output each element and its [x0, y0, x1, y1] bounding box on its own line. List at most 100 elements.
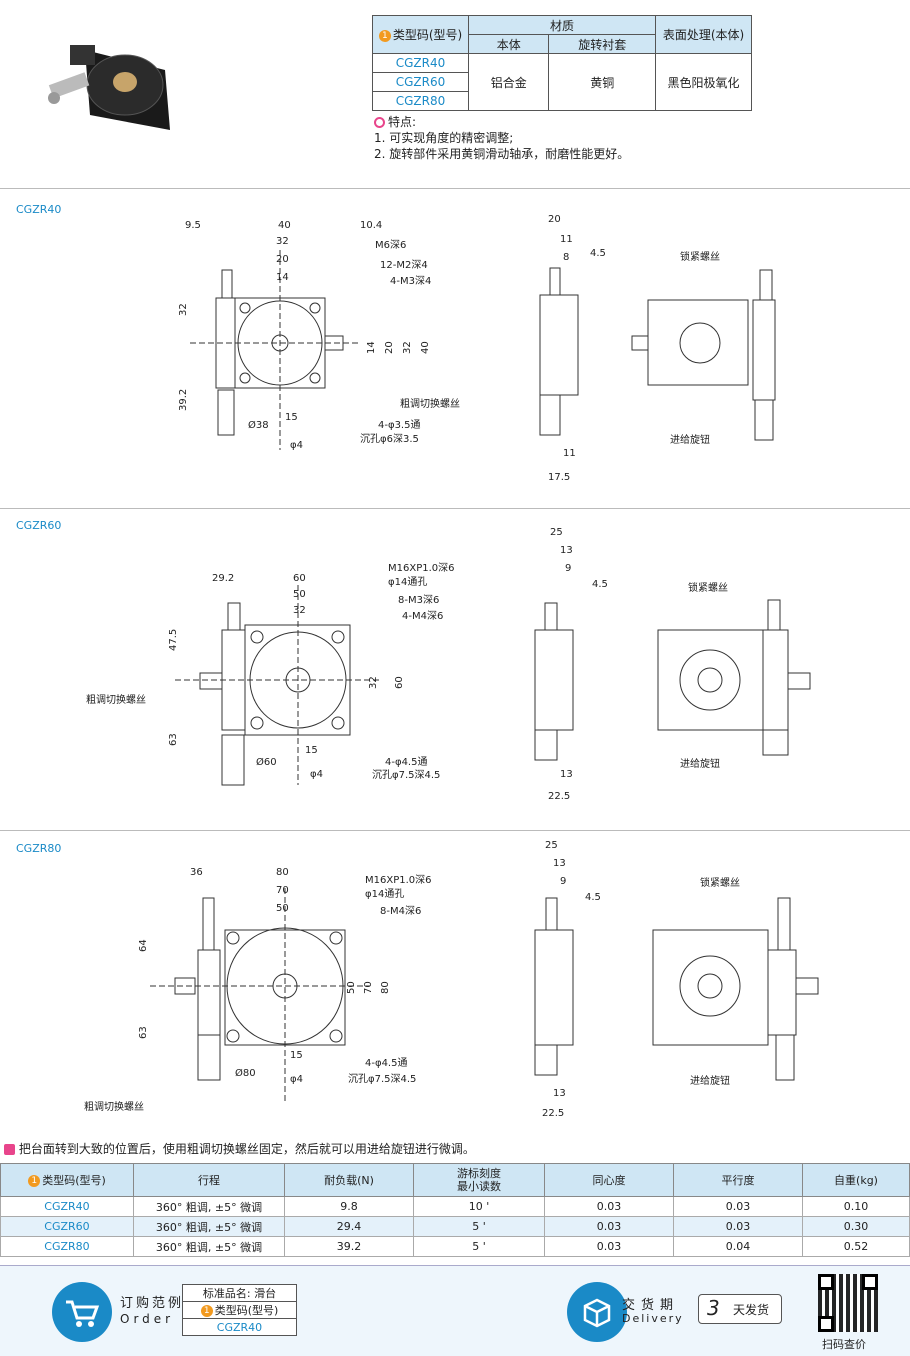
svg-text:22.5: 22.5 [542, 1108, 564, 1119]
svg-text:锁紧螺丝: 锁紧螺丝 [688, 581, 728, 594]
type-badge: 1 [378, 29, 391, 42]
svg-text:32: 32 [368, 676, 379, 689]
note-text: 把台面转到大致的位置后，使用粗调切换螺丝固定，然后就可以用进给旋钮进行微调。 [18, 1142, 475, 1156]
svg-text:进给旋钮: 进给旋钮 [680, 757, 720, 770]
svg-text:4-φ4.5通: 4-φ4.5通 [385, 756, 427, 768]
svg-text:沉孔φ6深3.5: 沉孔φ6深3.5 [360, 432, 419, 445]
svg-text:29.2: 29.2 [212, 573, 234, 584]
svg-text:15: 15 [305, 745, 318, 756]
section-divider [0, 830, 910, 831]
svg-text:9.5: 9.5 [185, 220, 201, 231]
spec-header-vernier: 游标刻度 最小读数 [413, 1163, 545, 1197]
svg-text:9: 9 [560, 876, 566, 887]
svg-text:Ø80: Ø80 [235, 1067, 256, 1079]
sleeve-material: 黄铜 [548, 53, 656, 111]
svg-text:63: 63 [138, 1026, 149, 1039]
product-photo [40, 20, 180, 140]
std-name: 标准品名: 滑台 [182, 1284, 297, 1302]
feature-item: 1. 可实现角度的精密调整; [374, 131, 514, 145]
header-type: 类型码(型号) [392, 28, 463, 42]
svg-text:11: 11 [560, 234, 573, 245]
svg-text:4.5: 4.5 [592, 579, 608, 590]
delivery-icon [567, 1282, 627, 1342]
svg-text:50: 50 [276, 903, 289, 914]
svg-text:14: 14 [366, 341, 377, 354]
qr-finder [818, 1316, 834, 1332]
table-row: CGZR80 360° 粗调, ±5° 微调 39.2 5 ' 0.03 0.0… [0, 1236, 910, 1257]
spec-header-weight: 自重(kg) [802, 1163, 910, 1197]
qr-label: 扫码查价 [822, 1338, 866, 1351]
svg-text:M6深6: M6深6 [375, 239, 406, 251]
svg-text:15: 15 [290, 1050, 303, 1061]
spec-header-stroke: 行程 [133, 1163, 285, 1197]
delivery-days-label: 天发货 [733, 1303, 770, 1317]
svg-text:15: 15 [285, 412, 298, 423]
type-badge: 1 [28, 1175, 41, 1187]
section-label-cgzr40: CGZR40 [16, 203, 62, 216]
svg-text:14: 14 [276, 272, 289, 283]
surface-treatment: 黑色阳极氧化 [655, 53, 752, 111]
svg-text:25: 25 [545, 840, 558, 851]
svg-text:13: 13 [560, 545, 573, 556]
svg-text:4.5: 4.5 [590, 248, 606, 259]
body-material: 铝合金 [467, 53, 550, 111]
svg-text:32: 32 [178, 303, 189, 316]
svg-text:进给旋钮: 进给旋钮 [670, 433, 710, 446]
note-icon [4, 1144, 15, 1155]
type-cell[interactable]: CGZR60 [372, 72, 469, 92]
svg-text:10.4: 10.4 [360, 220, 382, 231]
svg-text:60: 60 [293, 573, 306, 584]
order-title: 订购范例 [120, 1296, 185, 1311]
svg-text:60: 60 [394, 676, 405, 689]
svg-text:锁紧螺丝: 锁紧螺丝 [700, 876, 740, 889]
spec-header-load: 耐负载(N) [284, 1163, 414, 1197]
svg-text:36: 36 [190, 867, 203, 878]
svg-text:8-M3深6: 8-M3深6 [398, 594, 439, 606]
section-label-cgzr60: CGZR60 [16, 519, 62, 532]
svg-text:32: 32 [402, 341, 413, 354]
svg-text:13: 13 [560, 769, 573, 780]
svg-text:32: 32 [276, 236, 289, 247]
svg-text:17.5: 17.5 [548, 472, 570, 483]
svg-text:8: 8 [563, 252, 569, 263]
svg-text:13: 13 [553, 858, 566, 869]
svg-text:11: 11 [563, 448, 576, 459]
svg-text:φ4: φ4 [290, 1074, 303, 1085]
delivery-title-en: Delivery [622, 1312, 684, 1325]
svg-text:4-φ4.5通: 4-φ4.5通 [365, 1057, 407, 1069]
spec-header-concentricity: 同心度 [544, 1163, 674, 1197]
features: 特点: 1. 可实现角度的精密调整; 2. 旋转部件采用黄铜滑动轴承，耐磨性能更… [374, 114, 629, 162]
section-label-cgzr80: CGZR80 [16, 842, 62, 855]
order-type-value[interactable]: CGZR40 [182, 1318, 297, 1336]
header-body: 本体 [467, 34, 550, 54]
svg-text:8-M4深6: 8-M4深6 [380, 905, 421, 917]
svg-text:39.2: 39.2 [178, 389, 189, 411]
delivery-title: 交货期 [622, 1298, 680, 1313]
header-sleeve: 旋转衬套 [548, 34, 656, 54]
order-title-en: Order [120, 1312, 175, 1326]
svg-text:50: 50 [293, 589, 306, 600]
svg-text:沉孔φ7.5深4.5: 沉孔φ7.5深4.5 [372, 768, 440, 781]
svg-text:20: 20 [276, 254, 289, 265]
svg-text:40: 40 [420, 341, 431, 354]
spec-header-parallelism: 平行度 [673, 1163, 803, 1197]
type-cell[interactable]: CGZR40 [372, 53, 469, 73]
type-cell[interactable]: CGZR80 [372, 91, 469, 111]
svg-text:4-M3深4: 4-M3深4 [390, 275, 431, 287]
cart-icon [52, 1282, 112, 1342]
svg-text:φ14通孔: φ14通孔 [365, 888, 404, 900]
svg-text:70: 70 [363, 981, 374, 994]
svg-text:20: 20 [384, 341, 395, 354]
svg-text:Ø38: Ø38 [248, 419, 269, 431]
svg-text:47.5: 47.5 [168, 629, 179, 651]
svg-text:M16XP1.0深6: M16XP1.0深6 [388, 562, 455, 574]
svg-text:锁紧螺丝: 锁紧螺丝 [680, 250, 720, 263]
qr-finder [818, 1274, 834, 1290]
